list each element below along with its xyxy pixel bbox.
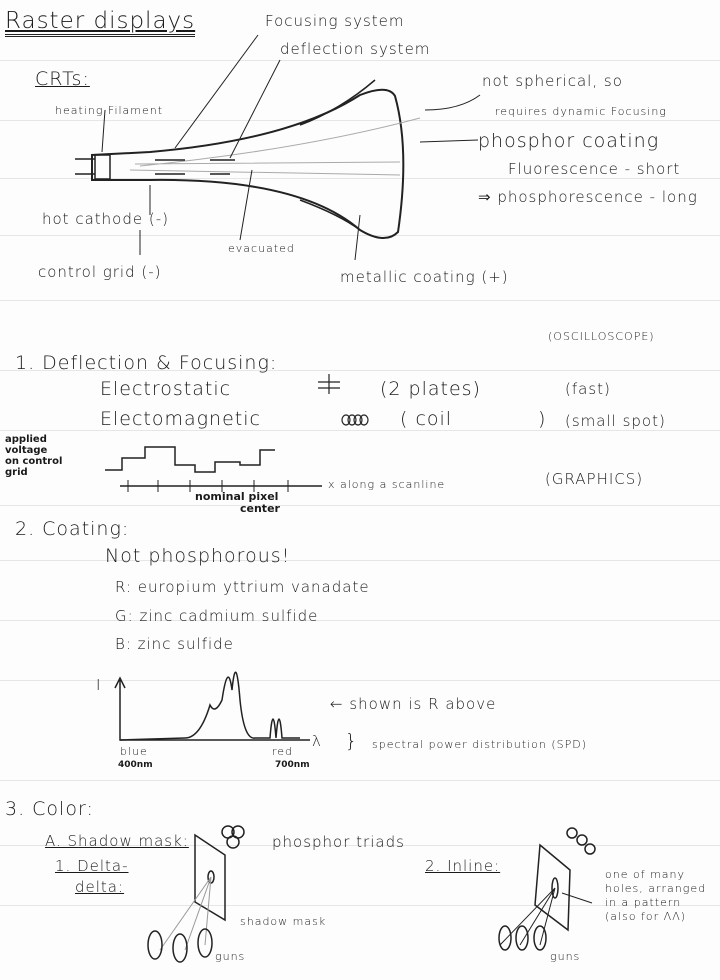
label-evacuated: evacuated — [228, 242, 295, 255]
shadow-mask-inline — [498, 827, 596, 951]
coating-b: B: zinc sulfide — [115, 635, 234, 653]
small-spot: (small spot) — [565, 412, 666, 430]
electrostatic: Electrostatic — [100, 378, 232, 400]
shadow-mask-label: shadow mask — [240, 915, 327, 928]
plates: (2 plates) — [380, 378, 481, 400]
crt-diagram — [75, 34, 481, 261]
page-title: Raster displays — [5, 8, 196, 37]
coating-bullet: Not phosphorous! — [105, 545, 291, 567]
electrostatic-plates-icon — [318, 374, 340, 394]
label-deflection: deflection system — [280, 40, 431, 58]
graphics: (GRAPHICS) — [545, 470, 644, 488]
delta-heading2: delta: — [75, 878, 125, 896]
triads-label: phosphor triads — [272, 833, 405, 851]
spd-note: spectral power distribution (SPD) — [372, 738, 588, 751]
section3-heading: 3. Color: — [5, 798, 94, 820]
label-not-spherical: not spherical, so — [482, 72, 623, 90]
coating-r: R: europium yttrium vanadate — [115, 578, 370, 596]
shown-note: ← shown is R above — [330, 695, 497, 713]
pixel-center-label: nominal pixel — [195, 490, 279, 503]
guns-label-1: guns — [215, 950, 246, 963]
electromagnetic: Electomagnetic — [100, 408, 261, 430]
shadow-mask-heading: A. Shadow mask: — [45, 832, 189, 850]
red-label: red — [272, 745, 294, 758]
brace: } — [345, 730, 359, 752]
delta-heading: 1. Delta- — [55, 857, 129, 875]
applied-voltage-line: applied — [5, 434, 47, 445]
applied-voltage-line: voltage — [5, 445, 48, 456]
label-fluorescence: Fluorescence - short — [508, 160, 681, 178]
label-heating: heating Filament — [55, 104, 164, 117]
spd-chart — [114, 671, 310, 741]
applied-voltage-line: on control — [5, 456, 63, 467]
fast: (fast) — [565, 380, 611, 398]
note-line: holes, arranged — [605, 882, 707, 895]
note-line: in a pattern — [605, 896, 682, 909]
applied-voltage-line: grid — [5, 467, 28, 478]
x-axis-label: x along a scanline — [328, 478, 446, 491]
label-phosphorescence: ⇒ phosphorescence - long — [478, 188, 698, 206]
label-requires: requires dynamic Focusing — [495, 105, 667, 118]
crt-heading: CRTs: — [35, 68, 90, 90]
note-line: (also for ΛΛ) — [605, 910, 687, 923]
label-focusing: Focusing system — [265, 12, 405, 30]
red-nm: 700nm — [275, 760, 310, 770]
oscilloscope: (OSCILLOSCOPE) — [548, 330, 655, 343]
shadow-mask-delta — [147, 825, 245, 963]
pixel-center-label2: center — [240, 502, 280, 515]
spd-y-label: I — [96, 676, 102, 694]
section2-heading: 2. Coating: — [15, 518, 130, 540]
voltage-graph — [105, 446, 322, 492]
label-grid: control grid (-) — [38, 263, 162, 281]
inline-heading: 2. Inline: — [425, 857, 501, 875]
label-metallic: metallic coating (+) — [340, 268, 509, 286]
coil-icon — [341, 414, 369, 426]
blue-label: blue — [120, 745, 148, 758]
coil-close: ) — [538, 408, 547, 430]
spd-x-label: λ — [312, 732, 322, 750]
blue-nm: 400nm — [118, 760, 153, 770]
section1-heading: 1. Deflection & Focusing: — [15, 352, 278, 374]
applied-voltage-label: applied voltage on control grid — [5, 434, 62, 478]
label-phosphor: phosphor coating — [478, 130, 660, 152]
guns-label-2: guns — [550, 950, 581, 963]
label-cathode: hot cathode (-) — [42, 210, 169, 228]
note-line: one of many — [605, 868, 686, 881]
inline-note: one of many holes, arranged in a pattern… — [605, 868, 706, 924]
coating-g: G: zinc cadmium sulfide — [115, 607, 319, 625]
coil: ( coil — [400, 408, 453, 430]
